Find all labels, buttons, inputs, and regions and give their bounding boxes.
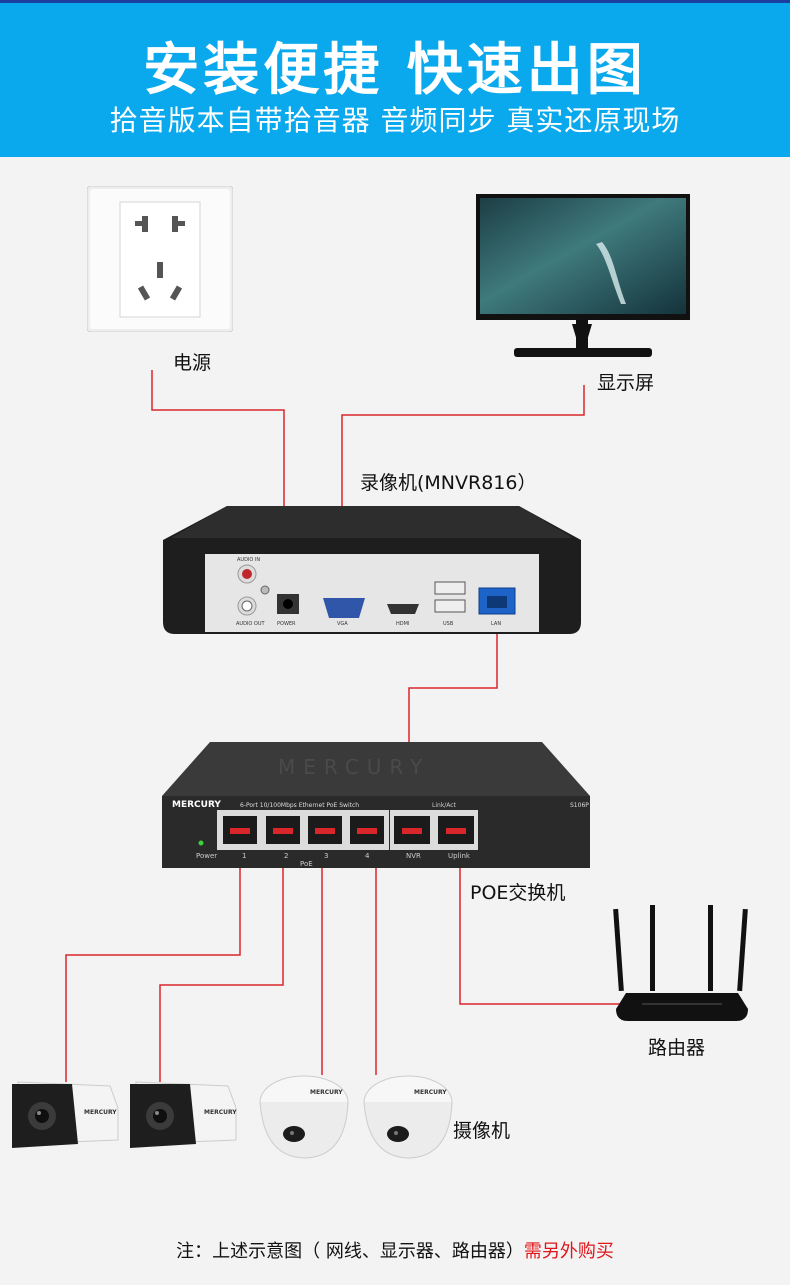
dome-camera-1: MERCURY	[254, 1072, 350, 1166]
switch-brand: MERCURY	[172, 800, 221, 810]
nvr-hdmi-label: HDMI	[396, 621, 409, 627]
switch-port-2-label: 2	[284, 852, 288, 860]
page-subtitle: 拾音版本自带拾音器 音频同步 真实还原现场	[109, 104, 681, 137]
router	[612, 905, 752, 1031]
camera-2-brand: MERCURY	[204, 1109, 237, 1116]
nvr-power-label: POWER	[277, 621, 296, 627]
dome-camera-2: MERCURY	[358, 1072, 454, 1166]
switch-uplink-label: Uplink	[448, 852, 471, 860]
wire-uplink-router	[459, 828, 622, 1005]
label-switch: POE交换机	[470, 882, 566, 904]
wire-port2	[159, 828, 284, 1082]
nvr-vga-label: VGA	[337, 621, 348, 627]
label-camera: 摄像机	[453, 1120, 511, 1142]
nvr-audio-out-label: AUDIO OUT	[236, 621, 266, 627]
label-nvr: 录像机(MNVR816）	[360, 472, 537, 494]
poe-switch: MERCURY MERCURY 6-Port 10/100Mbps Ethern…	[160, 740, 592, 874]
switch-port-4-label: 4	[365, 852, 370, 860]
footer-note-text: 注：上述示意图（ 网线、显示器、路由器）	[176, 1241, 524, 1262]
header-banner: 安装便捷 快速出图 拾音版本自带拾音器 音频同步 真实还原现场	[0, 0, 790, 157]
label-power: 电源	[173, 352, 212, 374]
nvr-lan-label: LAN	[491, 621, 501, 627]
nvr-audio-in-label: AUDIO IN	[237, 557, 260, 563]
switch-description: 6-Port 10/100Mbps Ethernet PoE Switch	[240, 802, 359, 809]
bullet-camera-1: MERCURY	[10, 1078, 120, 1156]
switch-power-label: Power	[196, 852, 217, 860]
label-router: 路由器	[648, 1037, 706, 1059]
switch-poe-label: PoE	[300, 860, 313, 868]
nvr-recorder: AUDIO IN AUDIO OUT POWER VGA HDMI USB LA…	[161, 502, 585, 642]
nvr-usb-label: USB	[443, 621, 454, 627]
switch-link-act-label: Link/Act	[432, 802, 457, 809]
footer-note: 注：上述示意图（ 网线、显示器、路由器）需另外购买	[0, 1237, 790, 1263]
switch-port-3-label: 3	[324, 852, 328, 860]
camera-1-brand: MERCURY	[84, 1109, 117, 1116]
page-title: 安装便捷 快速出图	[143, 38, 647, 103]
camera-4-brand: MERCURY	[414, 1089, 447, 1096]
switch-top-brand: MERCURY	[278, 755, 430, 779]
switch-port-1-label: 1	[242, 852, 246, 860]
wire-port1	[65, 828, 241, 1082]
monitor	[476, 194, 690, 364]
bullet-camera-2: MERCURY	[128, 1078, 238, 1156]
switch-nvr-port-label: NVR	[406, 852, 421, 860]
footer-note-highlight: 需另外购买	[523, 1241, 614, 1262]
camera-3-brand: MERCURY	[310, 1089, 343, 1096]
switch-model: S106P	[570, 802, 589, 809]
power-socket	[86, 185, 234, 336]
label-monitor: 显示屏	[597, 372, 655, 394]
